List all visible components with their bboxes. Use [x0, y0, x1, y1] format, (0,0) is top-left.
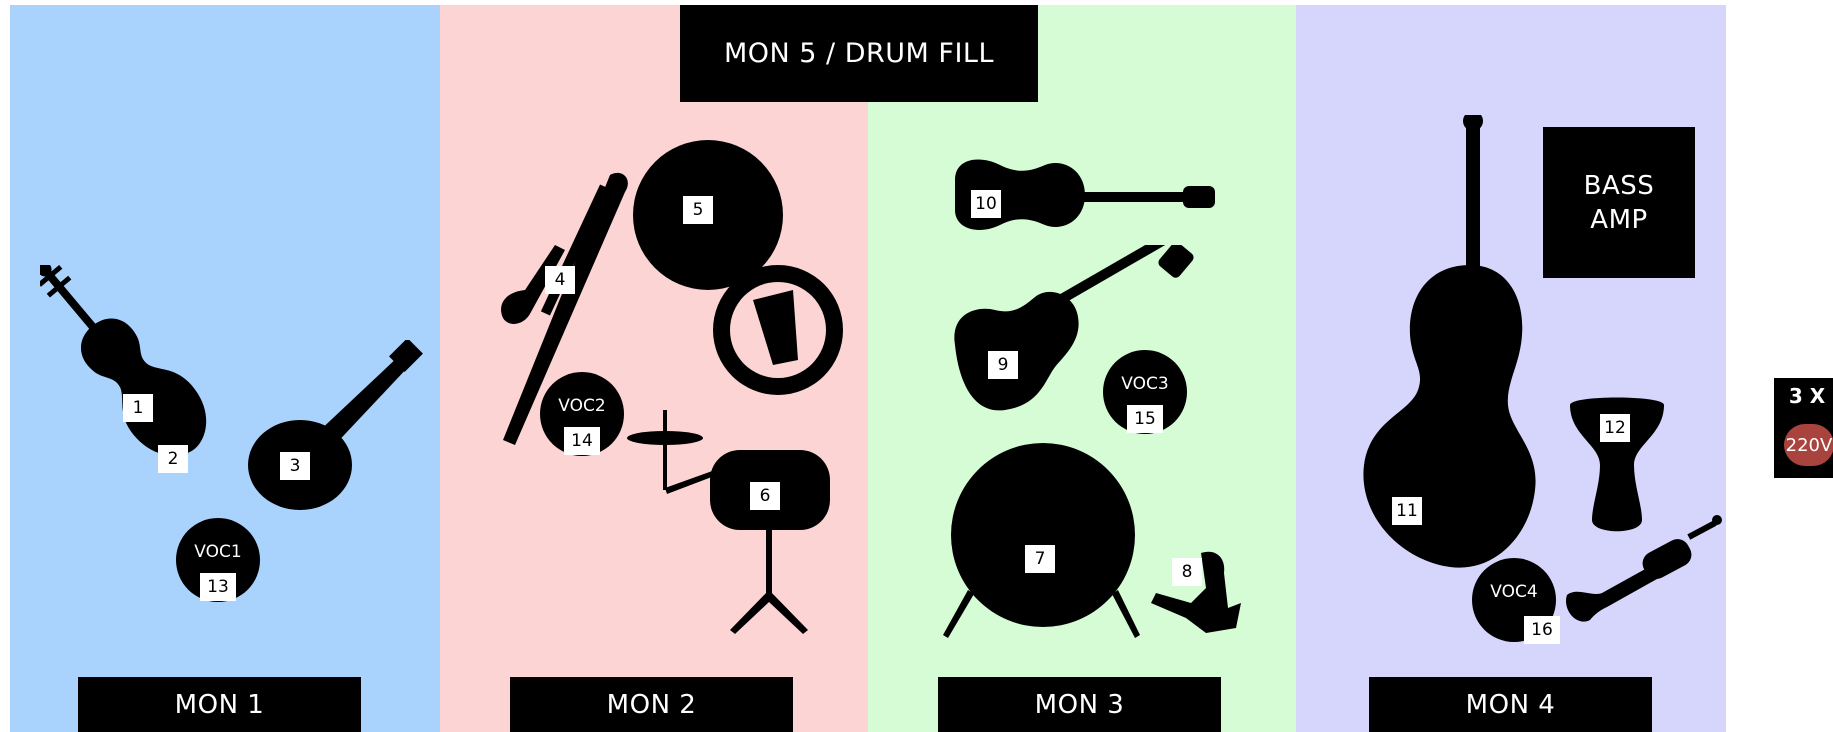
power-voltage: 220V [1784, 424, 1833, 466]
power-count: 3 X [1788, 384, 1826, 408]
snare-icon [627, 410, 830, 634]
voc3-circle: VOC3 15 [1103, 350, 1187, 434]
voc2-label: VOC2 [558, 396, 606, 416]
double-bass-icon [1363, 115, 1536, 568]
kick-drum-icon [943, 443, 1140, 638]
mon4-label: MON 4 [1369, 677, 1652, 732]
instrument-number-3: 3 [280, 452, 310, 480]
sousaphone-icon [633, 140, 843, 395]
mon1-label: MON 1 [78, 677, 361, 732]
instrument-number-8: 8 [1172, 558, 1202, 586]
voc1-label: VOC1 [194, 542, 242, 562]
instrument-number-7: 7 [1025, 545, 1055, 573]
violin-icon [40, 265, 207, 456]
mandolin-icon [248, 340, 423, 510]
pedal-icon [1151, 551, 1241, 633]
voc4-circle: VOC4 16 [1472, 558, 1560, 644]
mon2-label: MON 2 [510, 677, 793, 732]
instrument-number-4: 4 [545, 266, 575, 294]
voc1-circle: VOC1 13 [176, 518, 260, 602]
voc4-label: VOC4 [1490, 582, 1538, 602]
voc3-label: VOC3 [1121, 374, 1169, 394]
instrument-number-12: 12 [1600, 414, 1630, 442]
voc4-number: 16 [1524, 616, 1560, 644]
instrument-number-5: 5 [683, 196, 713, 224]
trumpet-icon [1566, 515, 1722, 622]
instrument-number-1: 1 [123, 394, 153, 422]
voc1-number: 13 [200, 573, 236, 601]
instrument-number-6: 6 [750, 482, 780, 510]
voc2-circle: VOC2 14 [540, 372, 624, 456]
drum-fill-label: MON 5 / DRUM FILL [680, 5, 1038, 102]
bass-amp-line2: AMP [1590, 204, 1648, 235]
power-badge: 3 X 220V [1774, 378, 1833, 478]
bass-amp-line1: BASS [1583, 170, 1655, 201]
voc3-number: 15 [1127, 405, 1163, 433]
bass-amp-box: BASS AMP [1543, 127, 1695, 278]
voc2-number: 14 [564, 427, 600, 455]
instrument-number-9: 9 [988, 351, 1018, 379]
mon3-label: MON 3 [938, 677, 1221, 732]
instrument-number-2: 2 [158, 445, 188, 473]
instrument-number-11: 11 [1392, 497, 1422, 525]
darbuka-icon [1570, 397, 1664, 532]
instrument-number-10: 10 [971, 190, 1001, 218]
zone-mon1 [10, 5, 440, 732]
